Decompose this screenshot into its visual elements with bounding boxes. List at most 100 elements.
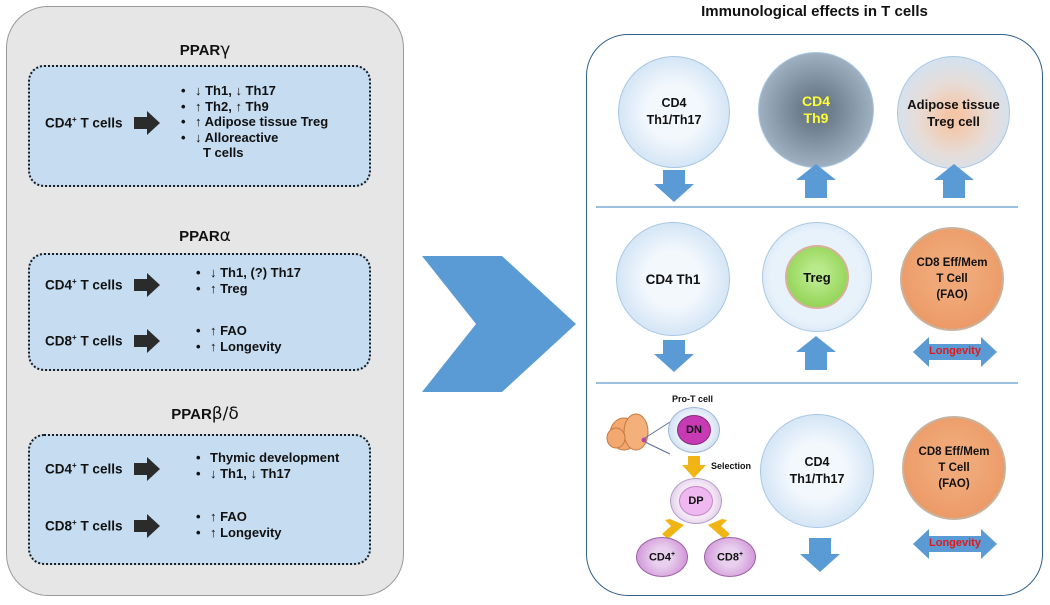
cell-label-line: CD8 Eff/Mem: [918, 446, 990, 458]
cell-label-line: CD4 Th1: [645, 271, 701, 287]
section-title-prefix: PPAR: [171, 406, 212, 423]
dark-arrow-icon: [134, 111, 160, 135]
cell-type: CD4: [45, 115, 73, 131]
cd4-t-cells-label: CD4+ T cells: [45, 277, 122, 293]
effect-item: ↓ Alloreactive: [195, 129, 279, 145]
pro-t-cell-label: Pro-T cell: [672, 394, 714, 404]
cell-label-line: DP: [688, 495, 704, 507]
gold-diagonal-arrow-icon: [708, 519, 730, 539]
section-title-prefix: PPAR: [179, 42, 221, 59]
down-arrow-icon: [654, 340, 694, 372]
dark-arrow-icon: [134, 273, 160, 297]
gold-down-arrow-icon: [682, 456, 706, 478]
treg-cell: Treg: [762, 222, 872, 332]
double-arrow-icon: [913, 337, 997, 367]
cell-label-line: Treg: [803, 269, 831, 285]
ppar-beta-delta-cd8-effects: •↑ FAO •↑ Longevity: [196, 509, 282, 540]
cell-label-line: T Cell: [936, 273, 968, 285]
cd8-plus-cell: CD8+: [704, 537, 756, 577]
section-title-greek: γ: [220, 40, 231, 60]
down-arrow-icon: [654, 170, 694, 202]
cell-label-line: CD4: [804, 455, 830, 469]
cd4-plus-cell: CD4+: [636, 537, 688, 577]
effect-item: ↑ Th2, ↑ Th9: [195, 98, 269, 114]
ppar-beta-delta-cd4-effects: •Thymic development •↓ Th1, ↓ Th17: [196, 450, 340, 481]
cell-suffix: T cells: [76, 333, 123, 349]
ppar-alpha-cd4-effects: •↓ Th1, (?) Th17 •↑ Treg: [196, 265, 301, 296]
cell-label-line: CD4: [648, 551, 671, 564]
dark-arrow-icon: [134, 457, 160, 481]
effect-item: ↓ Th1, (?) Th17: [210, 265, 301, 280]
up-arrow-icon: [796, 336, 836, 370]
cell-label-line: T Cell: [938, 462, 970, 474]
cell-label-line: Treg cell: [927, 113, 980, 129]
effect-item: ↑ Adipose tissue Treg: [195, 114, 329, 130]
up-arrow-icon: [796, 164, 836, 198]
cell-type: CD4: [45, 461, 73, 477]
right-panel-title: Immunological effects in T cells: [701, 3, 928, 20]
cell-label-line: (FAO): [936, 289, 968, 301]
cd8-t-cells-label: CD8+ T cells: [45, 518, 122, 534]
effect-item: ↓ Th1, ↓ Th17: [210, 465, 291, 481]
cell-label-line: CD4: [801, 93, 830, 109]
selection-label: Selection: [711, 461, 752, 471]
dn-nucleus: DN: [677, 415, 711, 445]
cell-sup: +: [670, 550, 676, 558]
cell-sup: +: [738, 550, 744, 558]
cell-label-line: Th9: [803, 110, 829, 126]
dark-arrow-icon: [134, 329, 160, 353]
gold-diagonal-arrow-icon: [662, 519, 684, 539]
dp-cell: DP: [670, 478, 722, 524]
cell-sup: +: [72, 115, 77, 124]
effect-item: ↓ Th1, ↓ Th17: [195, 83, 276, 98]
cd4-t-cells-label: CD4+ T cells: [45, 461, 122, 477]
cell-label-line: Th1/Th17: [646, 113, 702, 127]
ppar-gamma-box: [28, 65, 371, 187]
cell-sup: +: [72, 518, 77, 527]
treg-nucleus: Treg: [785, 245, 849, 309]
cell-sup: +: [72, 333, 77, 342]
cell-label-line: (FAO): [938, 478, 970, 490]
ppar-beta-delta-title: PPARβ/δ: [6, 404, 404, 424]
cell-label-line: Th1/Th17: [789, 472, 845, 486]
section-title-greek: β/δ: [211, 404, 239, 424]
cell-label-line: CD4: [661, 96, 687, 110]
row-divider: [596, 206, 1018, 208]
cd4-t-cells-label: CD4+ T cells: [45, 115, 122, 131]
effect-item: ↑ Longevity: [210, 524, 282, 540]
cell-suffix: T cells: [76, 461, 123, 477]
cell-suffix: T cells: [76, 277, 123, 293]
ppar-beta-delta-box: [28, 434, 371, 565]
cell-type: CD8: [45, 518, 73, 534]
dn-cell: DN: [668, 407, 720, 453]
dark-arrow-icon: [134, 514, 160, 538]
effect-item: ↑ Treg: [210, 280, 248, 296]
cell-suffix: T cells: [76, 518, 123, 534]
effect-item: Thymic development: [210, 450, 340, 465]
section-title-prefix: PPAR: [179, 228, 220, 245]
cd4-th1-cell: CD4 Th1: [616, 222, 730, 336]
ppar-gamma-cd4-effects: •↓ Th1, ↓ Th17 •↑ Th2, ↑ Th9 •↑ Adipose …: [181, 83, 329, 161]
cell-sup: +: [72, 461, 77, 470]
cell-label-line: CD8: [716, 551, 739, 564]
cd8-t-cells-label: CD8+ T cells: [45, 333, 122, 349]
longevity-label: Longevity: [929, 345, 981, 357]
cd8-eff-mem-cell: CD8 Eff/Mem T Cell (FAO): [902, 416, 1006, 520]
ppar-alpha-title: PPARα: [6, 226, 404, 246]
ppar-alpha-box: [28, 253, 371, 371]
cell-type: CD4: [45, 277, 73, 293]
effect-item: ↑ Longevity: [210, 338, 282, 354]
section-title-greek: α: [219, 226, 231, 246]
effect-continuation: T cells: [203, 145, 244, 161]
double-arrow-icon: [913, 529, 997, 559]
cell-label-line: Adipose tissue: [907, 96, 1000, 112]
cell-suffix: T cells: [76, 115, 123, 131]
longevity-label: Longevity: [929, 537, 981, 549]
dp-nucleus: DP: [679, 486, 713, 516]
cell-sup: +: [72, 277, 77, 286]
